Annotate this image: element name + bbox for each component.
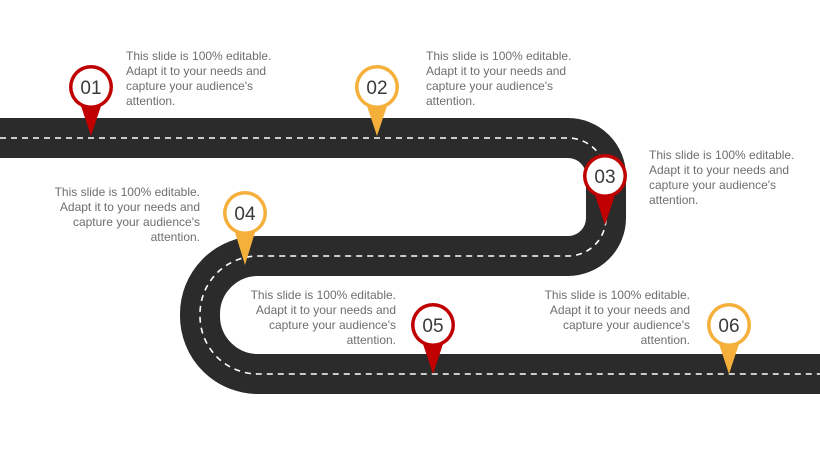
pin-face (72, 68, 110, 106)
milestone-pin-05: 05 (411, 303, 455, 374)
pin-face (414, 306, 452, 344)
milestone-06-text: This slide is 100% editable. Adapt it to… (544, 288, 690, 347)
pin-face (358, 68, 396, 106)
pin-face (710, 306, 748, 344)
pin-pointer (80, 103, 102, 136)
milestone-03-text: This slide is 100% editable. Adapt it to… (649, 148, 795, 207)
pin-number: 01 (80, 78, 101, 99)
pin-pointer (422, 341, 444, 374)
milestone-pin-01: 01 (69, 65, 113, 136)
pin-number: 02 (366, 78, 387, 99)
pin-number: 03 (594, 167, 615, 188)
milestone-pin-02: 02 (355, 65, 399, 136)
pin-pointer (718, 341, 740, 374)
pin-number: 06 (718, 316, 739, 337)
road-center-line (0, 137, 820, 375)
milestone-02-text: This slide is 100% editable. Adapt it to… (426, 49, 572, 108)
pin-face (226, 194, 264, 232)
pin-pointer (594, 192, 616, 225)
pin-pointer (366, 103, 388, 136)
milestone-05-text: This slide is 100% editable. Adapt it to… (250, 288, 396, 347)
milestone-01-text: This slide is 100% editable. Adapt it to… (126, 49, 272, 108)
pin-face (586, 157, 624, 195)
milestone-pin-06: 06 (707, 303, 751, 374)
pin-number: 05 (422, 316, 443, 337)
milestone-pin-03: 03 (583, 154, 627, 225)
pin-number: 04 (234, 204, 256, 225)
milestone-04-text: This slide is 100% editable. Adapt it to… (54, 185, 200, 244)
milestone-pin-04: 04 (223, 191, 267, 265)
pin-pointer (234, 229, 256, 265)
